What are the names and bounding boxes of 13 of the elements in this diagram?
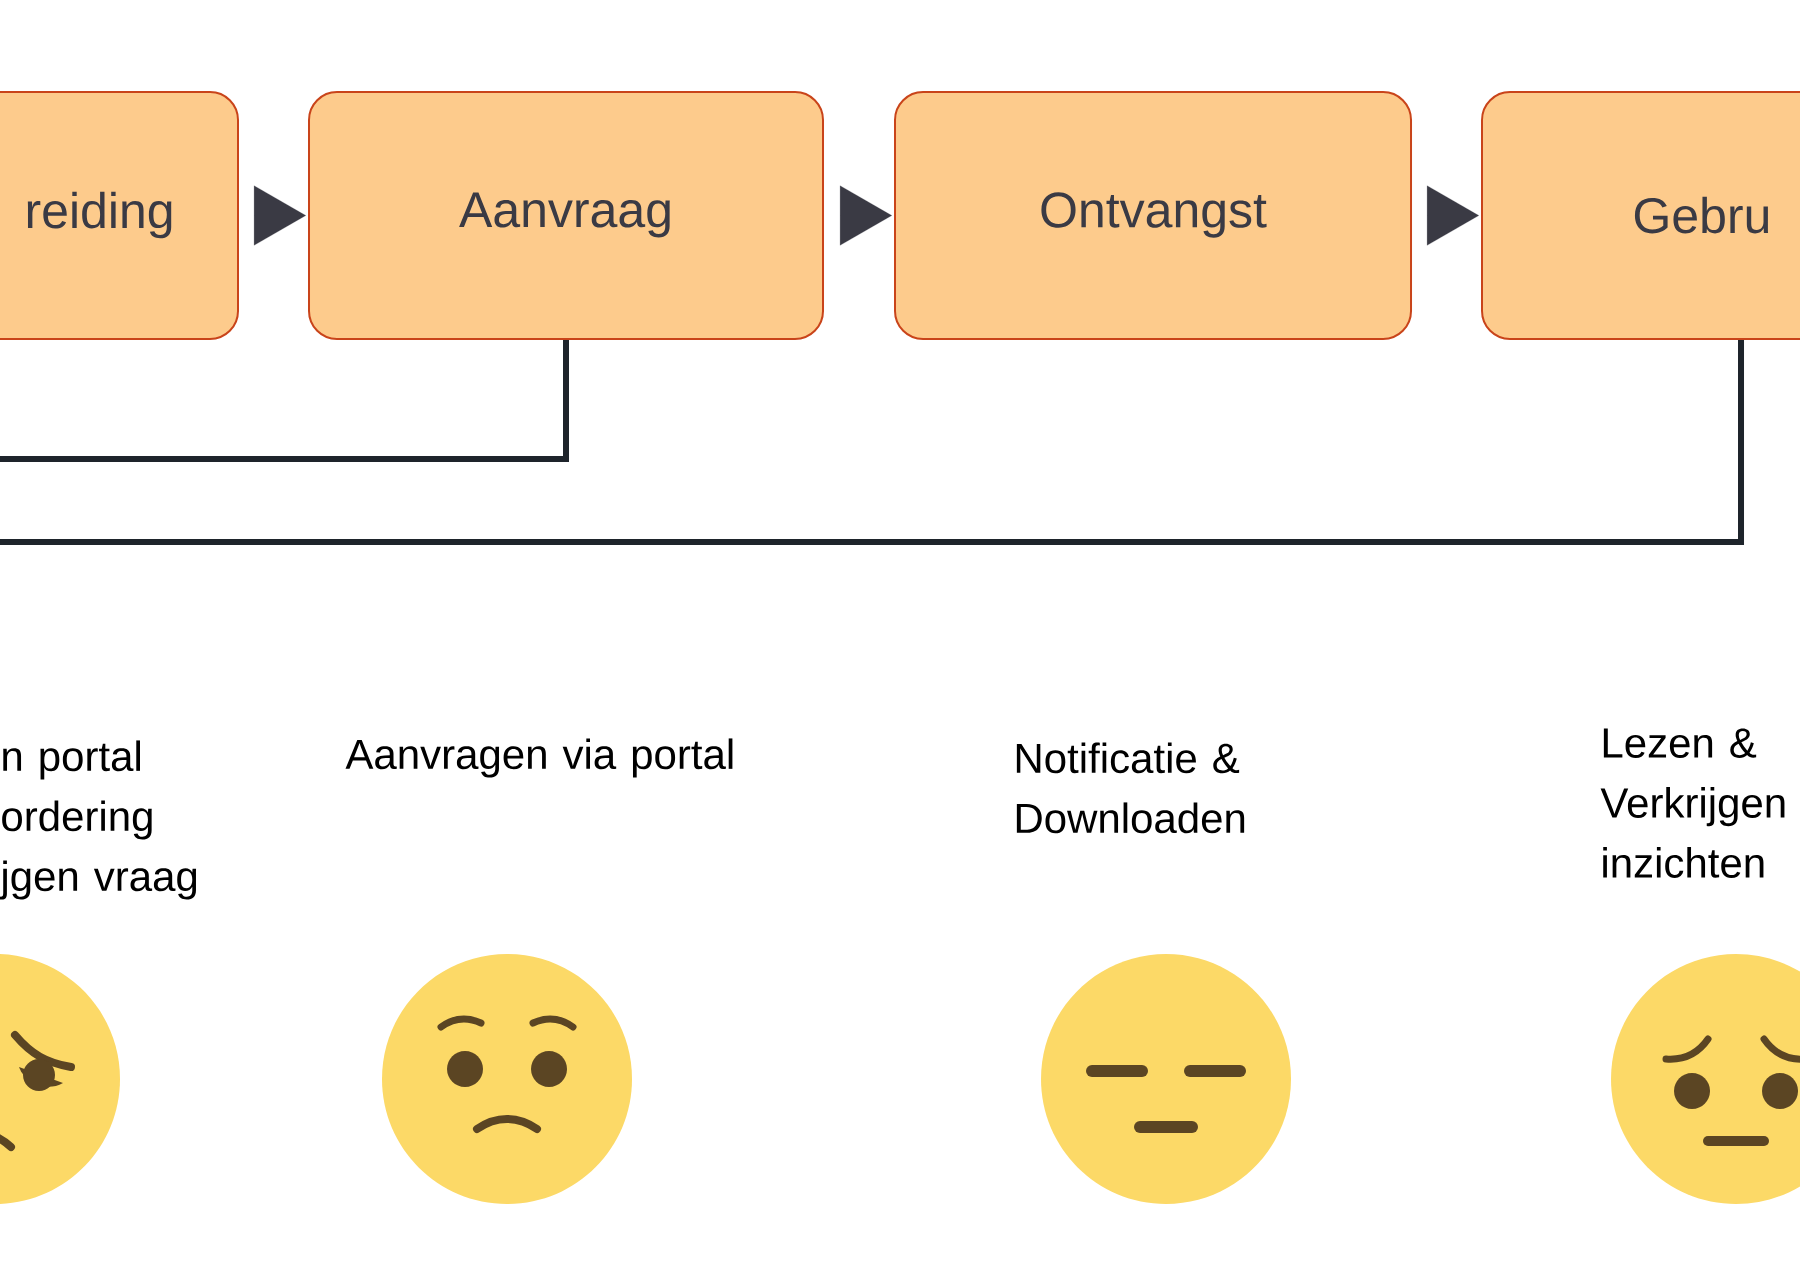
step-description: Notificatie & Downloaden bbox=[1016, 742, 1245, 834]
arrow bbox=[839, 185, 892, 246]
process-box: Gebru bbox=[1481, 91, 1800, 340]
connector-line bbox=[0, 340, 569, 462]
connector-line bbox=[0, 340, 1744, 545]
arrow bbox=[253, 185, 306, 246]
step-description: Lezen & Verkrijgen inzichten bbox=[1600, 728, 1785, 878]
step-description: n portal ordering jgen vraag bbox=[0, 740, 197, 900]
process-box: Aanvraag bbox=[308, 91, 824, 340]
process-box: Ontvangst bbox=[894, 91, 1412, 340]
arrow bbox=[1426, 185, 1479, 246]
step-description: Aanvragen via portal bbox=[345, 738, 733, 778]
process-box: reiding bbox=[0, 91, 239, 340]
